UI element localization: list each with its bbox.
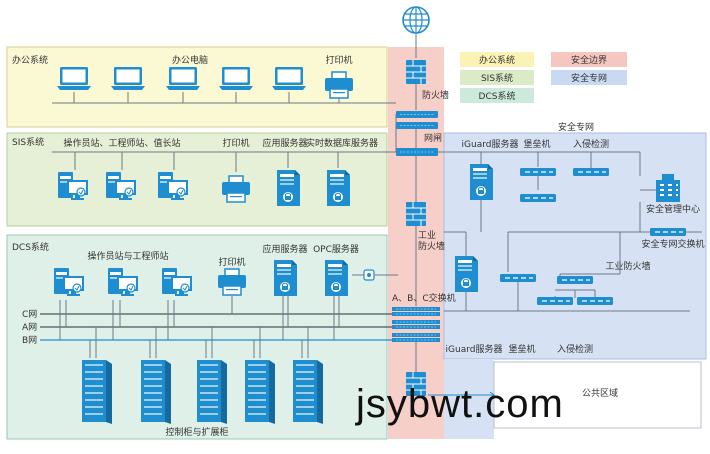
office-pc-label: 办公电脑 [172, 54, 208, 66]
ids-bottom-icon [536, 296, 574, 306]
sis-app-server-icon [276, 169, 301, 207]
legend: 办公系统 安全边界 SIS系统 安全专网 DCS系统 [460, 52, 627, 103]
industrial-firewall-secnet-icon [556, 275, 594, 285]
sis-stations-label: 操作员站、工程师站、值长站 [63, 137, 180, 149]
sis-rtdb-label: 实时数据库服务器 [306, 137, 378, 149]
ids-bottom-2-icon [576, 296, 614, 306]
sis-title: SIS系统 [12, 136, 44, 148]
legend-label-boundary: 安全边界 [571, 54, 607, 66]
legend-label-secnet: 安全专网 [571, 72, 607, 84]
control-cabinet-icon [244, 359, 276, 425]
legend-swatch-dcs [460, 88, 534, 103]
secnet-iguard-bottom-label: iGuard服务器 [446, 343, 503, 355]
dcs-net-c-label: C网 [22, 309, 37, 320]
dcs-net-b-label: B网 [22, 335, 37, 346]
dcs-stations-label: 操作员站与工程师站 [87, 250, 168, 262]
legend-swatch-secnet [551, 70, 627, 85]
office-laptop-icon [57, 67, 91, 90]
top-firewall-icon [405, 59, 427, 85]
dcs-zone [6, 234, 388, 440]
office-title: 办公系统 [12, 54, 48, 66]
dcs-app-server-label: 应用服务器 [262, 243, 307, 255]
legend-label-dcs: DCS系统 [479, 90, 516, 102]
office-laptop-icon [111, 67, 145, 90]
secnet-bastion-bottom-label: 堡垒机 [508, 343, 535, 355]
dcs-cabinet-label: 控制柜与扩展柜 [165, 426, 228, 438]
office-laptop-icon [166, 67, 200, 90]
sis-rtdb-server-icon [326, 169, 351, 207]
secnet-bastion-top-label: 堡垒机 [523, 138, 550, 150]
public-area-label: 公共区域 [582, 387, 618, 399]
control-cabinet-icon [292, 359, 324, 425]
control-cabinet-icon [196, 359, 228, 425]
gateway-label: 网闸 [424, 133, 442, 144]
dcs-opc-label: OPC服务器 [313, 243, 359, 255]
office-laptop-icon [219, 67, 253, 90]
secnet-iguard-top-label: iGuard服务器 [462, 138, 519, 150]
top-firewall-label: 防火墙 [422, 89, 449, 101]
dcs-app-server-icon [273, 259, 298, 297]
sis-printer-label: 打印机 [222, 137, 249, 149]
legend-swatch-boundary [551, 52, 627, 67]
dcs-net-a-label: A网 [22, 322, 37, 333]
dcs-title: DCS系统 [12, 241, 49, 253]
industrial-firewall-icon [405, 201, 427, 227]
iguard-server-bottom-icon [454, 255, 479, 293]
dcs-opc-server-icon [324, 259, 349, 297]
iguard-server-top-icon [469, 163, 494, 201]
office-laptop-icon [272, 67, 306, 90]
watermark-text: jsybwt.com [356, 382, 564, 426]
office-printer-label: 打印机 [325, 54, 352, 66]
bastion-top-2-icon [519, 193, 557, 203]
legend-swatch-sis [460, 70, 534, 85]
internet-globe-icon [402, 6, 430, 34]
opc-connector-icon [363, 269, 375, 281]
bastion-top-icon [519, 167, 557, 177]
ids-top-icon [572, 167, 610, 177]
public-area-box [493, 361, 702, 429]
control-cabinet-icon [81, 359, 113, 425]
industrial-firewall-label-2: 防火墙 [418, 240, 445, 252]
legend-label-office: 办公系统 [479, 54, 515, 66]
control-cabinet-icon [140, 359, 172, 425]
secnet-ids-bottom-label: 入侵检测 [557, 343, 593, 355]
bastion-bottom-icon [499, 273, 537, 283]
abc-switch-label: A、B、C交换机 [392, 292, 456, 304]
gateway-device-icon [396, 111, 438, 156]
sis-app-server-label: 应用服务器 [262, 137, 307, 149]
security-management-center-icon [656, 174, 680, 202]
secnet-zone-bottom [444, 359, 494, 439]
dcs-printer-label: 打印机 [218, 256, 245, 268]
secnet-switch-label: 安全专网交换机 [641, 238, 704, 250]
secnet-industrial-firewall-label: 工业防火墙 [605, 260, 650, 272]
secnet-ids-top-label: 入侵检测 [573, 138, 609, 150]
industrial-firewall-label-1: 工业 [418, 230, 436, 241]
secnet-title: 安全专网 [558, 121, 594, 133]
mgmt-center-label: 安全管理中心 [646, 203, 700, 215]
secnet-switch-icon [649, 227, 687, 237]
legend-label-sis: SIS系统 [481, 72, 513, 84]
legend-swatch-office [460, 52, 534, 67]
